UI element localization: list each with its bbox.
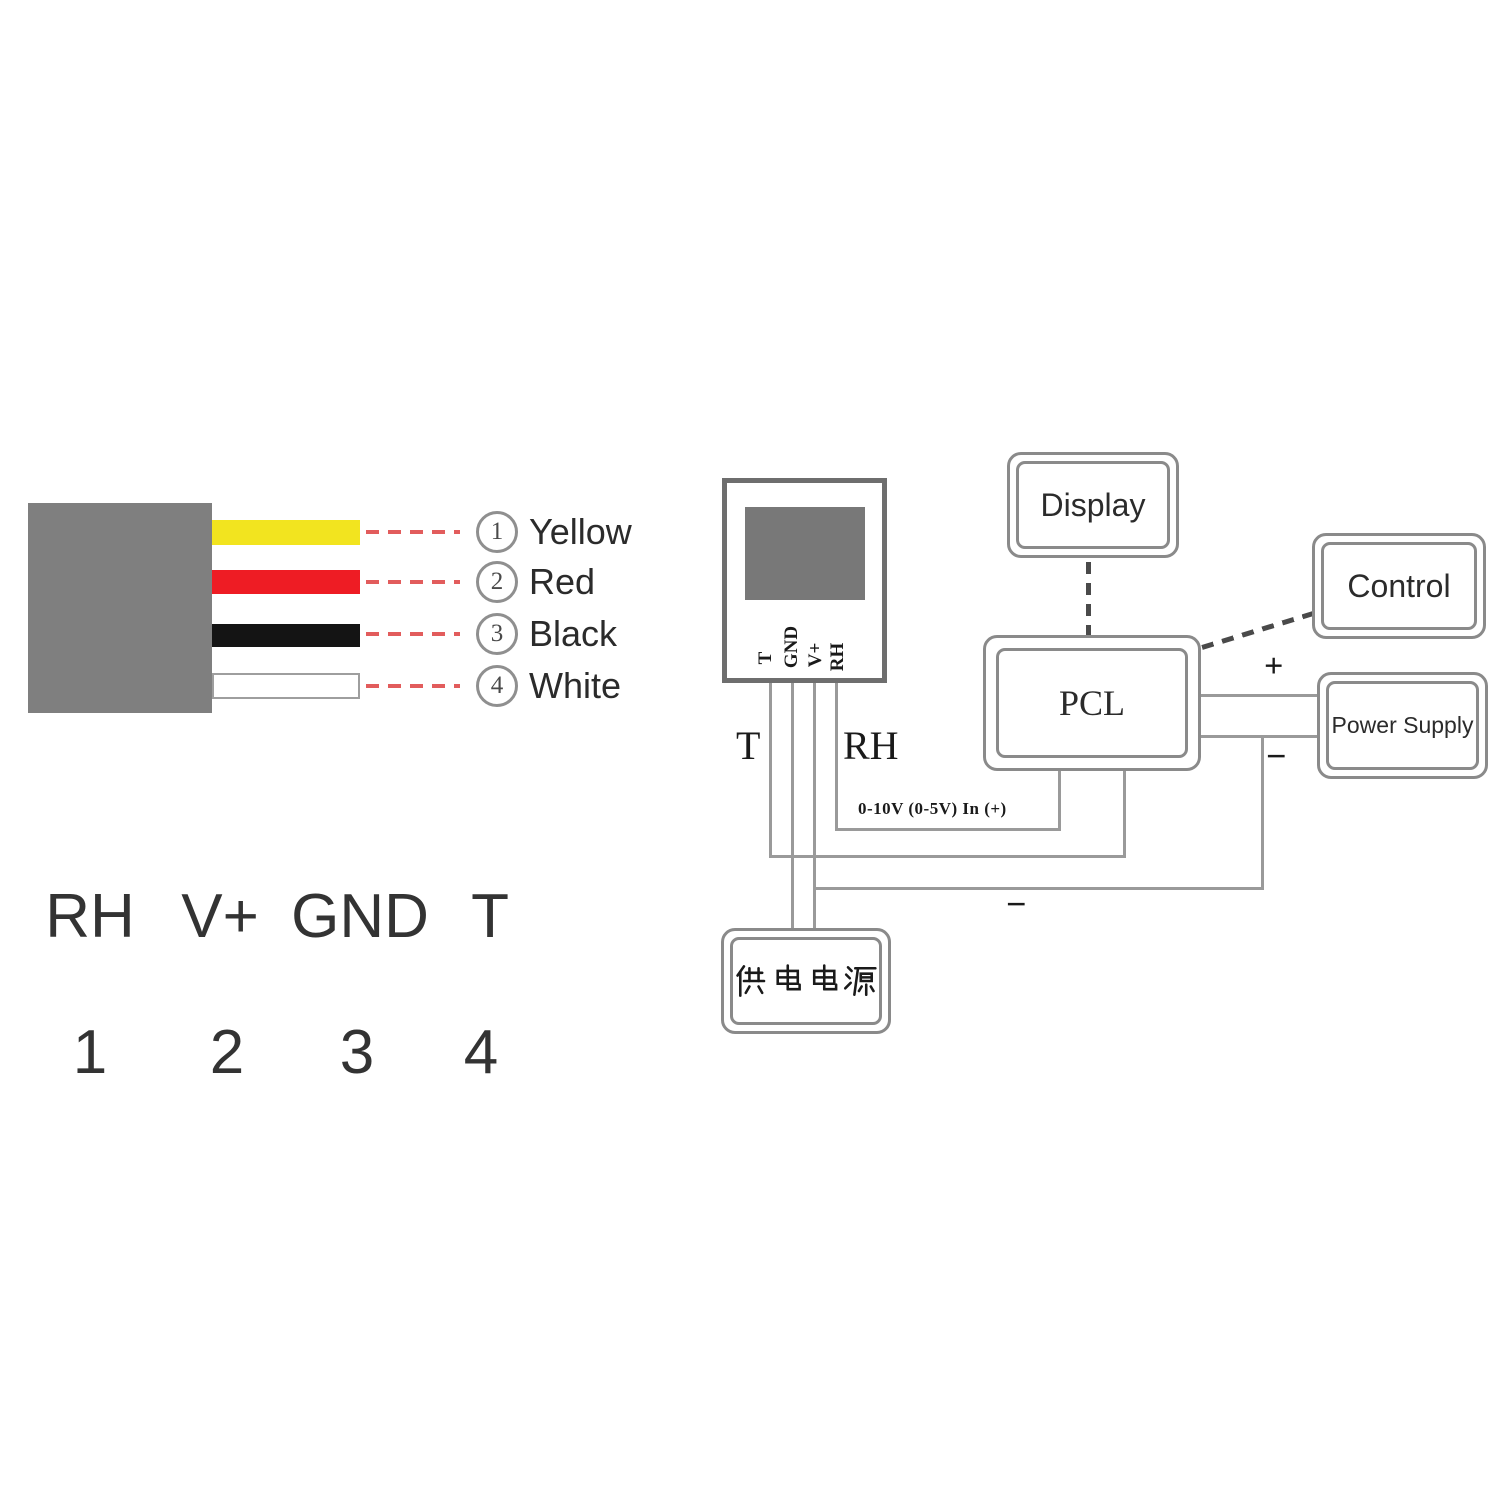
power-source-cn-label: 供电电源 [730, 937, 882, 1025]
legend-row-white: 4 White [366, 665, 622, 707]
wire-color-label: Black [529, 613, 618, 654]
wire-yellow [212, 520, 360, 545]
wire-line-t-drop [769, 683, 772, 858]
pin-number-1: 1 [72, 1018, 108, 1087]
wire-color-label: Yellow [529, 511, 632, 552]
power-supply-box-label: Power Supply [1326, 681, 1479, 770]
pin-number-3: 3 [339, 1018, 375, 1087]
power-supply-box: Power Supply [1317, 672, 1488, 779]
legend-row-red: 2 Red [366, 561, 596, 603]
wire-line-rh-drop [835, 683, 838, 831]
wire-line-analog-horizontal [835, 828, 1061, 831]
pcl-box-label: PCL [996, 648, 1188, 758]
sensor-pin-label-gnd: GND [781, 625, 802, 669]
wire-line-plus-supply [1199, 694, 1319, 697]
wire-white [212, 673, 360, 699]
wire-color-label: Red [529, 561, 596, 602]
plus-label: + [1264, 648, 1284, 685]
legend-dash-line [366, 580, 460, 584]
control-box: Control [1312, 533, 1486, 639]
legend-dash-line [366, 632, 460, 636]
pin-name-vplus: V+ [181, 882, 259, 951]
circled-number-1: 1 [476, 511, 518, 553]
circled-number-4: 4 [476, 665, 518, 707]
pin-number-4: 4 [463, 1018, 499, 1087]
circled-number-3: 3 [476, 613, 518, 655]
legend-dash-line [366, 530, 460, 534]
minus-bottom-label: − [1006, 884, 1027, 924]
pin-name-t: T [471, 882, 509, 951]
wire-line-minus-supply [1199, 735, 1319, 738]
pin-name-gnd: GND [291, 882, 429, 951]
rh-wire-label: RH [843, 723, 899, 768]
power-source-cn-glyphs [736, 964, 877, 997]
wire-line-analog-riser [1058, 769, 1061, 831]
minus-label: − [1266, 736, 1287, 776]
circled-number-2: 2 [476, 561, 518, 603]
power-source-cn-box: 供电电源 [721, 928, 891, 1034]
analog-signal-label: 0-10V (0-5V) In (+) [858, 799, 1007, 818]
sensor-pin-label-t: T [755, 651, 776, 665]
sensor-pin-label-rh: RH [827, 642, 848, 672]
t-wire-label: T [736, 723, 761, 768]
wire-line-vplus-drop [813, 683, 816, 928]
pcl-box: PCL [983, 635, 1201, 771]
sensor-pin-label-vplus: V+ [805, 642, 826, 668]
sensor-screen [745, 507, 865, 600]
wire-line-t-horizontal [769, 855, 1126, 858]
pin-number-2: 2 [209, 1018, 245, 1087]
wire-line-minus-riser [1261, 737, 1264, 890]
wire-red [212, 570, 360, 594]
display-box: Display [1007, 452, 1179, 558]
legend-dash-line [366, 684, 460, 688]
wire-color-label: White [529, 665, 622, 706]
cable-connector-block [28, 503, 212, 713]
wire-line-gnd-drop [791, 683, 794, 928]
pin-name-rh: RH [45, 882, 135, 951]
wire-black [212, 624, 360, 647]
wire-line-minus-horizontal [813, 887, 1264, 890]
dashed-link-display-pcl [1086, 562, 1091, 635]
control-box-label: Control [1321, 542, 1477, 630]
dashed-link-pcl-control [1201, 610, 1316, 650]
legend-row-yellow: 1 Yellow [366, 511, 632, 553]
legend-row-black: 3 Black [366, 613, 618, 655]
display-box-label: Display [1016, 461, 1170, 549]
wire-line-t-riser [1123, 769, 1126, 858]
